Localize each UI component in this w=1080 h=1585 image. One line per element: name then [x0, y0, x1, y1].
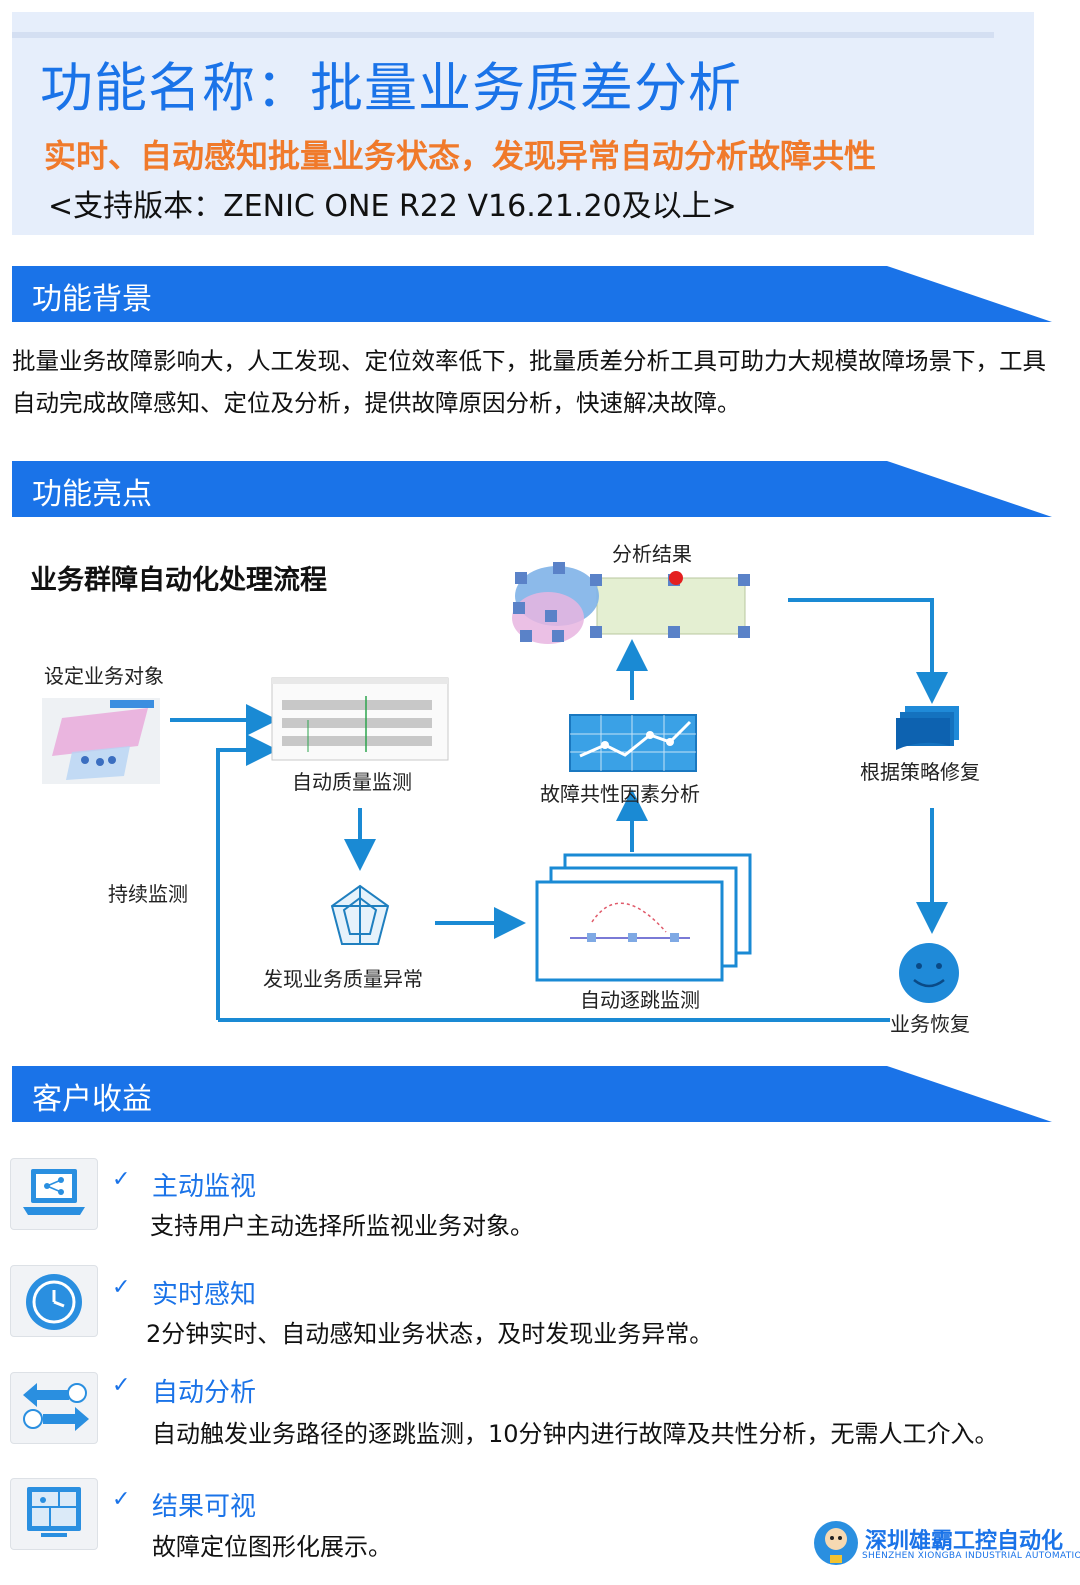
smiley-icon [899, 943, 959, 1003]
factor-chart-icon [569, 714, 697, 772]
section-banner-shape [12, 1066, 1052, 1122]
map-thumbnail [42, 698, 160, 784]
flow-title: 业务群障自动化处理流程 [30, 565, 327, 596]
loop-arrow [216, 734, 278, 1020]
logo-subtext: SHENZHEN XIONGBA INDUSTRIAL AUTOMATION [862, 1551, 1080, 1561]
section-header-benefits: 客户收益 [12, 1066, 1052, 1122]
document-stack-icon [896, 706, 959, 750]
logo-text: 深圳雄霸工控自动化 [865, 1529, 1064, 1554]
background-paragraph: 批量业务故障影响大，人工发现、定位效率低下，批量质差分析工具可助力大规模故障场景… [12, 347, 1046, 417]
arrow-to-repair [788, 598, 948, 704]
header-panel [12, 12, 1034, 235]
benefit-title: 自动分析 [152, 1378, 257, 1408]
map-monitor-icon [10, 1478, 98, 1550]
section-header-highlights: 功能亮点 [12, 461, 1052, 517]
check-icon: ✓ [112, 1373, 131, 1398]
header-divider [12, 32, 994, 38]
flow-label-factor-analysis: 故障共性因素分析 [540, 782, 700, 806]
benefit-title: 结果可视 [152, 1492, 257, 1522]
section-title: 功能亮点 [32, 477, 152, 512]
section-banner-shape [12, 266, 1052, 322]
logo-mascot-icon [814, 1521, 858, 1565]
version-note: <支持版本：ZENIC ONE R22 V16.21.20及以上> [48, 189, 737, 224]
page-title: 功能名称：批量业务质差分析 [40, 58, 742, 119]
check-icon: ✓ [112, 1167, 131, 1192]
benefit-desc: 自动触发业务路径的逐跳监测，10分钟内进行故障及共性分析，无需人工介入。 [152, 1420, 999, 1448]
flow-label-auto-monitor: 自动质量监测 [292, 770, 412, 794]
share-laptop-icon [10, 1158, 98, 1230]
clock-icon [10, 1265, 98, 1337]
hop-monitor-pages [535, 853, 752, 982]
benefit-desc: 2分钟实时、自动感知业务状态，及时发现业务异常。 [146, 1320, 714, 1348]
flow-label-hop-monitor: 自动逐跳监测 [580, 988, 700, 1012]
topology-result [512, 562, 750, 644]
benefit-title: 主动监视 [152, 1172, 257, 1202]
flow-label-continuous: 持续监测 [108, 882, 188, 906]
section-title: 功能背景 [32, 282, 152, 317]
check-icon: ✓ [112, 1487, 131, 1512]
section-header-background: 功能背景 [12, 266, 1052, 322]
benefit-title: 实时感知 [152, 1280, 257, 1310]
check-icon: ✓ [112, 1275, 131, 1300]
flow-diagram [42, 562, 959, 1022]
benefit-desc: 支持用户主动选择所监视业务对象。 [150, 1212, 534, 1240]
benefit-desc: 故障定位图形化展示。 [152, 1533, 392, 1561]
flow-label-set-object: 设定业务对象 [44, 664, 164, 688]
flow-label-repair: 根据策略修复 [860, 760, 980, 784]
monitor-thumbnail [271, 677, 449, 761]
flow-label-recovery: 业务恢复 [890, 1012, 970, 1036]
flow-label-result: 分析结果 [612, 542, 692, 566]
exchange-arrows-icon [10, 1372, 98, 1444]
section-title: 客户收益 [32, 1082, 152, 1117]
flow-label-find-anomaly: 发现业务质量异常 [263, 967, 423, 991]
radar-icon [330, 884, 390, 945]
section-banner-shape [12, 461, 1052, 517]
page-subtitle: 实时、自动感知批量业务状态，发现异常自动分析故障共性 [44, 137, 877, 175]
